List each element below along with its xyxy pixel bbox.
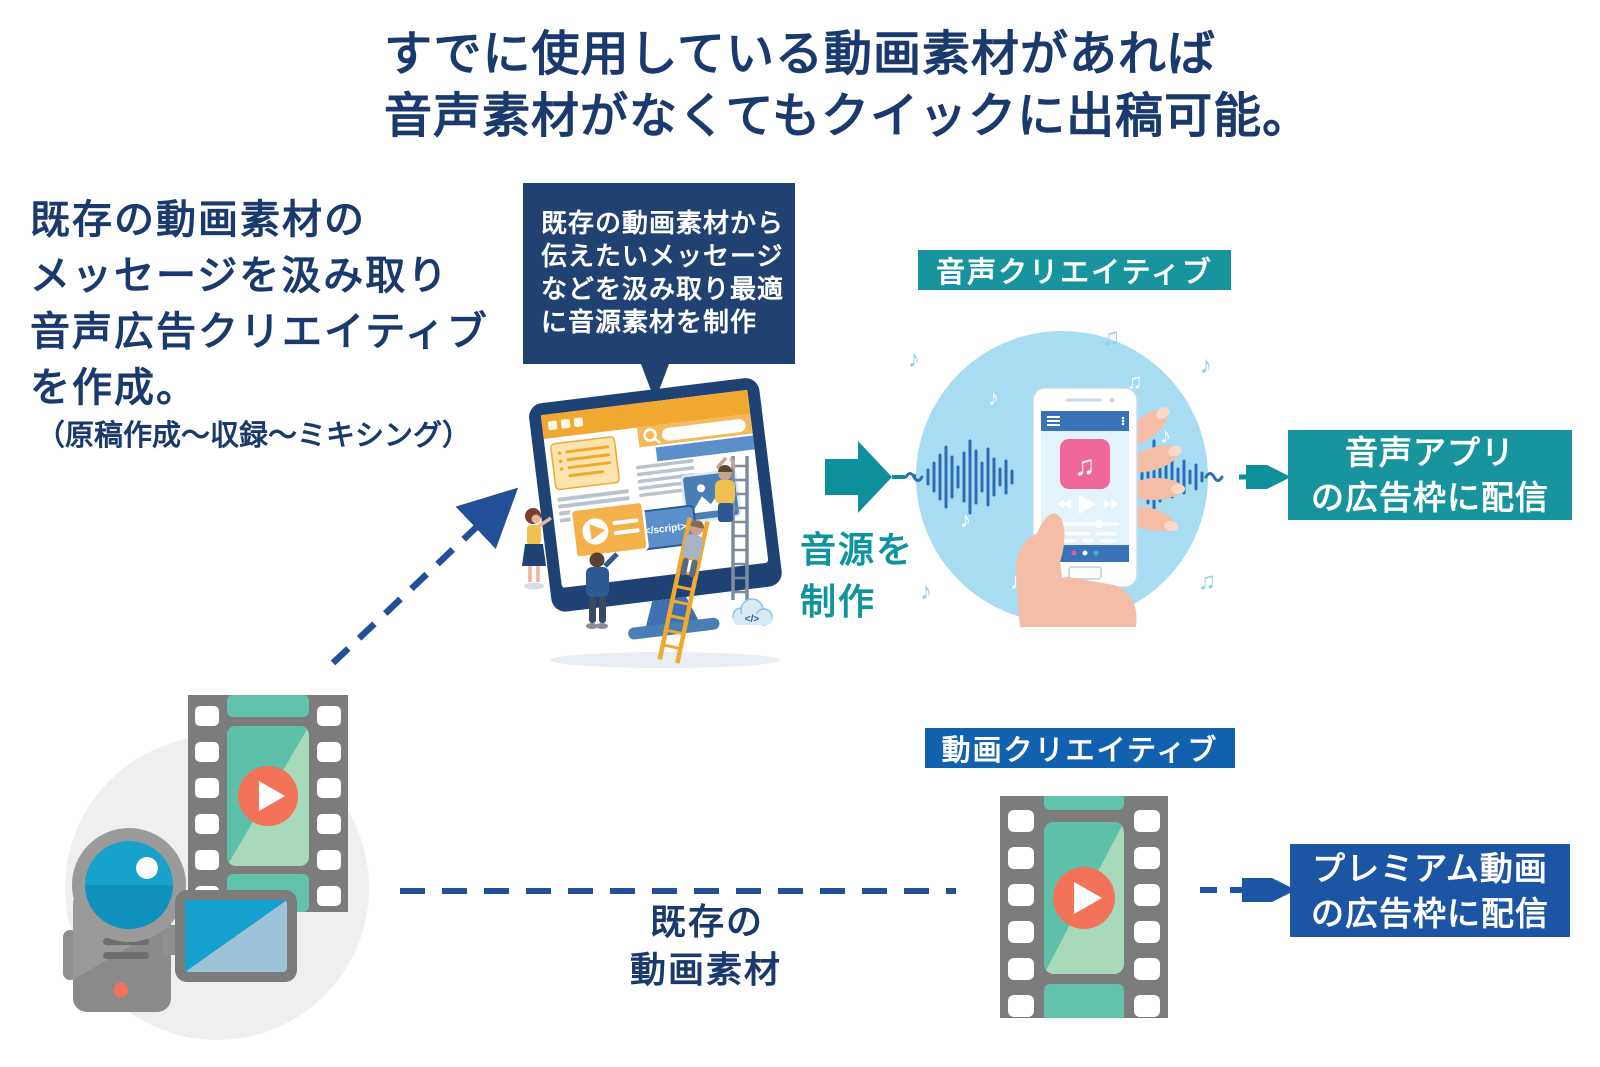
bubble-line4: に音源素材を制作 (541, 307, 758, 337)
intro-line1: 既存の動画素材の (30, 198, 366, 242)
standing-woman (522, 508, 552, 590)
cloud-code-icon: </> (732, 598, 773, 626)
video-source-caption: 既存の 動画素材 (630, 898, 782, 994)
audio-phone-illustration: ♪ ♫ ♪ ♪ ♪ ♫ (904, 327, 1224, 627)
main-title-line2: 音声素材がなくてもクイックに出稿可能。 (384, 90, 1312, 143)
video-camera-illustration (63, 695, 369, 1040)
create-audio-caption-line2: 制作 (800, 581, 877, 622)
intro-note: （原稿作成～収録～ミキシング） (36, 420, 472, 452)
main-title: すでに使用している動画素材があれば 音声素材がなくてもクイックに出稿可能。 (384, 24, 1311, 148)
camcorder (63, 828, 297, 1012)
music-notes-outside: ♪ ♫ ♪ ♪ ♪ ♫ (908, 327, 1216, 627)
intro-line2: メッセージを汲み取り (30, 254, 450, 298)
svg-text:♫: ♫ (1198, 568, 1216, 595)
bubble-line3: などを汲み取り最適 (541, 274, 785, 304)
video-delivery-box: プレミアム動画 の広告枠に配信 (1290, 844, 1570, 937)
audio-creative-label-text: 音声クリエイティブ (936, 257, 1213, 289)
svg-text:♪: ♪ (1160, 423, 1171, 448)
main-title-line1: すでに使用している動画素材があれば (384, 28, 1217, 81)
play-icon (238, 766, 298, 826)
diagonal-dashed-arrow (330, 487, 519, 666)
create-audio-caption-line1: 音源を (800, 529, 915, 570)
video-source-caption-line2: 動画素材 (630, 949, 783, 990)
intro-line4: を作成。 (30, 366, 198, 410)
code-tag-text: </> (745, 614, 760, 625)
video-dashed-arrow (1200, 878, 1296, 902)
play-card-icon (569, 500, 649, 559)
script-tag-text: </script> (644, 521, 687, 537)
audio-creative-label: 音声クリエイティブ (918, 250, 1231, 290)
finger-nails (1156, 407, 1185, 532)
flip-screen (175, 890, 297, 982)
svg-text:♪: ♪ (908, 346, 920, 373)
video-source-caption-line1: 既存の (650, 901, 765, 942)
video-delivery-line2: の広告枠に配信 (1311, 894, 1549, 932)
svg-text:♪: ♪ (1010, 569, 1021, 594)
video-delivery-line1: プレミアム動画 (1312, 849, 1548, 887)
svg-text:♪: ♪ (960, 507, 971, 532)
audio-delivery-line1: 音声アプリ (1345, 434, 1515, 471)
svg-text:♫: ♫ (1102, 327, 1120, 351)
music-app-tile: ♫ (1060, 439, 1110, 489)
film-strip-left (188, 695, 348, 912)
music-note-icon: ♫ (1075, 450, 1096, 481)
create-audio-caption: 音源を 制作 (800, 524, 914, 628)
video-creative-label-text: 動画クリエイティブ (941, 735, 1219, 767)
website-builder-illustration: </script> (522, 378, 782, 668)
svg-text:♪: ♪ (988, 385, 999, 410)
standing-man (586, 552, 619, 629)
intro-text: 既存の動画素材の メッセージを汲み取り 音声広告クリエイティブ を作成。 （原稿… (30, 192, 489, 456)
monitor-shadow (550, 652, 780, 668)
grey-ladder (731, 456, 749, 600)
record-dot (113, 982, 129, 998)
yellow-ladder (657, 517, 710, 664)
bubble-line1: 既存の動画素材から (541, 208, 785, 238)
play-icon (1053, 867, 1115, 929)
camera-lens (72, 828, 186, 942)
player-controls (1057, 495, 1118, 514)
bubble-line2: 伝えたいメッセージ (541, 241, 784, 271)
film-strip-illustration (1000, 796, 1168, 1018)
audio-delivery-line2: の広告枠に配信 (1311, 479, 1549, 516)
search-icon (643, 428, 661, 444)
audio-delivery-box: 音声アプリ の広告枠に配信 (1288, 430, 1572, 520)
speech-bubble: 既存の動画素材から 伝えたいメッセージ などを汲み取り最適 に音源素材を制作 (523, 183, 795, 364)
intro-line3: 音声広告クリエイティブ (30, 310, 489, 354)
hanging-person (715, 456, 737, 522)
video-dashed-line (400, 888, 956, 894)
hamburger-icon (1047, 416, 1060, 426)
svg-text:♪: ♪ (1200, 352, 1212, 379)
monitor: </script> (529, 378, 782, 640)
audio-dashed-arrow (1239, 465, 1291, 489)
video-creative-label: 動画クリエイティブ (925, 728, 1235, 768)
svg-text:♫: ♫ (1126, 369, 1143, 394)
hand-palm (1015, 513, 1137, 627)
svg-text:♪: ♪ (920, 578, 932, 605)
